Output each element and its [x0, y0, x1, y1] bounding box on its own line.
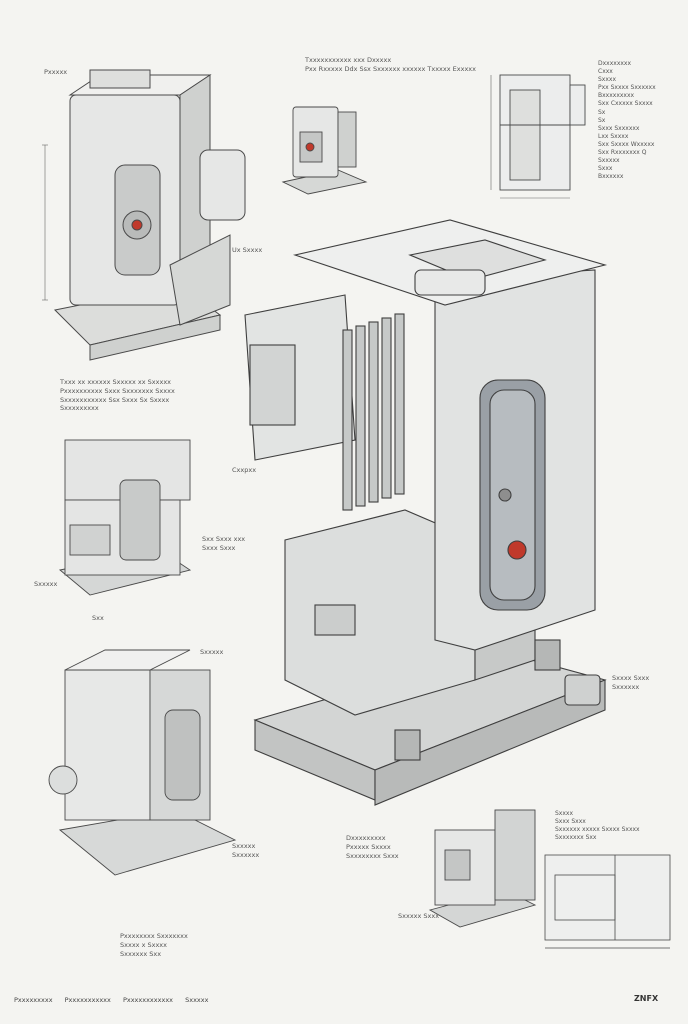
note-line: Txxx xx xxxxxx Sxxxxx xx Sxxxxx: [60, 378, 172, 386]
note-line: Sxx Sxxx xxx: [202, 535, 246, 543]
note-line: Sxxxx: [555, 810, 574, 817]
note-mid-left: Txxx xx xxxxxx Sxxxxx xx Sxxxxx Pxxxxxxx…: [60, 378, 175, 413]
note-line: Sxxxxxx: [612, 682, 640, 691]
note-line: Pxxxxxxxxxx Sxxx Sxxxxxxx Sxxxx: [60, 386, 175, 395]
note-line: Sxxxx: [598, 76, 617, 84]
tag-left: Sxxxxx: [34, 580, 58, 588]
note-line: Sxxxxx: [232, 842, 256, 850]
note-line: Sxxxx Sxxx: [612, 674, 650, 682]
note-line: Sxxxx x Sxxxx: [120, 940, 168, 949]
note-lower-right: Sxxxx Sxxx Sxxx Sxxxxxx xxxxx Sxxxx Sxxx…: [555, 810, 640, 842]
footer-logo: ZNFX: [634, 994, 659, 1003]
page-mark: Sxx: [92, 614, 104, 622]
tag-top-left: Pxxxxx: [44, 68, 68, 76]
note-bottom-left: Pxxxxxxxx Sxxxxxxx Sxxxx x Sxxxx Sxxxxxx…: [120, 932, 188, 958]
footer-item: Pxxxxxxxxxxx: [64, 996, 111, 1004]
note-line: Sxxx Sxxx: [555, 818, 586, 826]
tag-lower-left: Sxxxxx: [200, 648, 224, 656]
note-line: Bxxxxxx: [598, 173, 624, 181]
note-top-center: Txxxxxxxxxxx xxx Dxxxxx Pxx Rxxxxx Ddx S…: [305, 56, 476, 74]
note-line: Lxx Sxxxx: [598, 132, 629, 140]
note-line: Sxxxxx: [598, 157, 620, 165]
drawing-main-machine: [244, 219, 608, 806]
tag-right: Sxxxx Sxxx Sxxxxxx: [612, 674, 649, 692]
note-line: Pxx Sxxxx Sxxxxxx: [598, 84, 656, 92]
footer-item: Sxxxxx: [185, 996, 209, 1004]
note-line: Sx: [598, 108, 606, 116]
note-top-right: Dxxxxxxxx Cxxx Sxxxx Pxx Sxxxx Sxxxxxx B…: [598, 60, 656, 181]
drawing-lower-left-unit: [48, 649, 237, 876]
note-line: Pxx Rxxxxx Ddx Ssx Sxxxxxx xxxxxx Txxxxx…: [305, 64, 476, 73]
note-line: Sxx Cxxxxx Sxxxx: [598, 100, 653, 108]
note-line: Pxxxxx Sxxxx: [346, 842, 391, 851]
drawing-top-small-unit: [281, 106, 368, 195]
note-bottom-center: Dxxxxxxxxx Pxxxxx Sxxxx Sxxxxxxxx Sxxx: [346, 834, 399, 860]
note-line: Sx: [598, 116, 606, 124]
note-line: Sxxxxxx: [232, 850, 260, 859]
tag-side-1: Ux Sxxxx: [232, 246, 263, 254]
note-lower-dim: Sxxxxx Sxxxxxx: [232, 842, 259, 860]
footer-item: Pxxxxxxxxx: [14, 996, 53, 1004]
tag-side-2: Sxx Sxxx xxx Sxxx Sxxx: [202, 535, 245, 553]
note-line: Sxxxxxx Sxx: [120, 949, 162, 958]
note-line: Sxx Rxxxxxxx Q: [598, 149, 647, 157]
note-line: Sxxxxxx xxxxx Sxxxx Sxxxx: [555, 826, 640, 834]
footer-item: Pxxxxxxxxxxxx: [122, 996, 174, 1004]
note-line: Txxxxxxxxxxx xxx Dxxxxx: [305, 56, 392, 64]
note-line: Sxxx Sxxx: [202, 543, 236, 552]
note-line: Dxxxxxxxx: [598, 60, 632, 67]
note-line: Sxxx: [598, 165, 613, 173]
note-line: Sxxx Sxxxxxx: [598, 124, 640, 132]
drawing-top-left-unit: [42, 69, 246, 361]
note-line: Sxxxxxxxxx: [60, 404, 99, 413]
note-line: Sxxxxxxx Sxx: [555, 834, 597, 842]
note-line: Bxxxxxxxxx: [598, 92, 635, 100]
drawing-lower-right-unit: [428, 809, 537, 928]
note-line: Cxxx: [598, 68, 613, 76]
note-line: Dxxxxxxxxx: [346, 834, 386, 842]
tag-small: Sxxxxx Sxxx: [398, 912, 440, 920]
drawing-top-right-elevation: [490, 74, 586, 199]
center-label: Cxxpxx: [232, 466, 257, 474]
note-line: Sxxxxxxxx Sxxx: [346, 851, 399, 860]
footer-strip: Pxxxxxxxxx Pxxxxxxxxxxx Pxxxxxxxxxxxx Sx…: [14, 996, 218, 1004]
note-line: Sxxxxxxxxxxx Ssx Sxxx Sx Sxxxx: [60, 395, 170, 404]
note-line: Pxxxxxxxx Sxxxxxxx: [120, 932, 188, 940]
drawing-mid-left-unit: [58, 439, 192, 596]
drawing-lower-right-plan: [544, 854, 671, 949]
note-line: Sxx Sxxxx Wxxxxx: [598, 140, 655, 148]
